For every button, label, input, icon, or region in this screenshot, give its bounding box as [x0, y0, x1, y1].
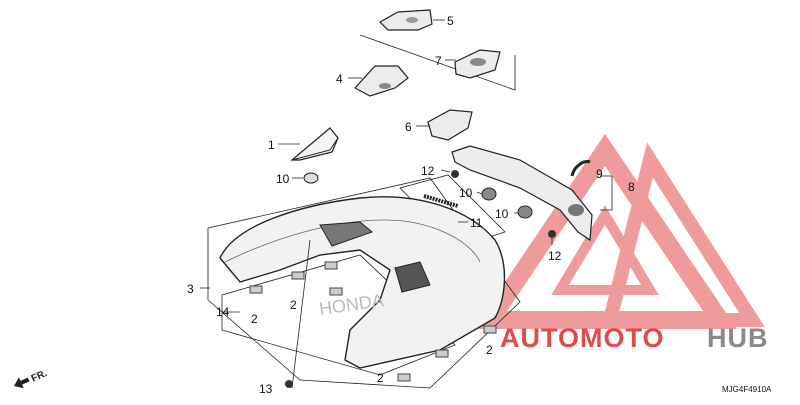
callout-7: 7 [435, 54, 442, 68]
part-7-cover [454, 49, 501, 79]
callout-6: 6 [405, 120, 412, 134]
leader-lines [200, 19, 553, 389]
callout-10: 10 [276, 172, 290, 186]
watermark-logo [473, 133, 765, 329]
callout-labels: 1 2 2 2 2 3 4 5 6 7 8 9 10 10 10 11 12 1… [187, 14, 635, 396]
front-indicator-label: FR. [30, 368, 49, 385]
watermark-brand-part2: HUB [707, 323, 769, 353]
part-13-screw [285, 380, 293, 388]
callout-13: 13 [259, 382, 273, 396]
callout-3: 3 [187, 282, 194, 296]
part-8-rail [451, 145, 593, 242]
callout-2: 2 [290, 298, 297, 312]
front-indicator: FR. [14, 368, 49, 389]
callout-10: 10 [459, 186, 473, 200]
callout-10: 10 [495, 207, 509, 221]
callout-2: 2 [486, 343, 493, 357]
callout-4: 4 [336, 72, 343, 86]
part-6-cover [427, 109, 473, 141]
callout-8: 8 [628, 180, 635, 194]
reference-code: MJG4F4910A [722, 385, 772, 394]
callout-12: 12 [548, 249, 562, 263]
callout-9: 9 [596, 167, 603, 181]
callout-14: 14 [216, 305, 230, 319]
watermark-brand: AUTOMOTO HUB [500, 323, 769, 353]
callout-1: 1 [268, 138, 275, 152]
callout-12: 12 [421, 164, 435, 178]
callout-2: 2 [377, 371, 384, 385]
callout-2: 2 [251, 312, 258, 326]
part-9-clip [570, 160, 591, 177]
part-5-cover [379, 9, 433, 31]
callout-11: 11 [470, 216, 483, 230]
part-3-trunk-body: HONDA [219, 196, 506, 382]
callout-5: 5 [447, 14, 454, 28]
part-1-cover [290, 127, 339, 161]
part-12-bolts [451, 170, 556, 238]
watermark-brand-part1: AUTOMOTO [500, 323, 665, 353]
part-4-cover [354, 65, 409, 97]
